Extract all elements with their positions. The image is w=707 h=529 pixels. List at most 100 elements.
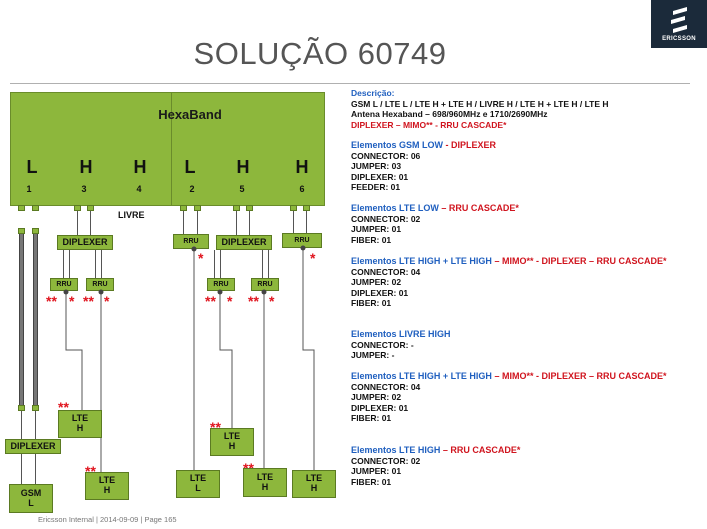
cascade-marker: * [69,293,75,309]
section-title: Elementos LTE HIGH + LTE HIGH [351,371,492,381]
mimo-marker: ** [58,399,69,415]
lte-h-unit: LTE H [210,428,254,456]
description-line: GSM L / LTE L / LTE H + LTE H / LIVRE H … [351,98,609,109]
section-item: FEEDER: 01 [351,182,401,192]
section-gsm-low: Elementos GSM LOW - DIPLEXER CONNECTOR: … [351,140,701,193]
jumper [90,211,91,235]
fiber-end-dot [63,289,69,295]
section-item: CONNECTOR: 04 [351,381,421,392]
title-divider [10,83,690,84]
section-item: JUMPER: 03 [351,161,402,171]
section-item: JUMPER: 01 [351,466,402,476]
description-legend: DIPLEXER – MIMO** - RRU CASCADE* [351,119,507,130]
feeder-connector [18,405,25,411]
section-title: Elementos LTE LOW [351,203,439,213]
section-title: Elementos GSM LOW [351,140,444,150]
jumper [21,454,22,484]
jumper [262,250,263,278]
cascade-marker: * [227,293,233,309]
section-title-tag: - DIPLEXER [443,140,497,150]
fiber-end-dot [98,289,104,295]
port-number-1: 1 [26,184,32,194]
section-title-tag: – MIMO** - DIPLEXER – RRU CASCADE* [491,256,667,266]
section-title-tag: – RRU CASCADE* [438,203,519,213]
section-item: FIBER: 01 [351,413,392,423]
section-item: JUMPER: 02 [351,392,402,402]
section-item: FIBER: 01 [351,476,392,487]
antenna-connector [194,205,201,211]
cascade-marker: * [269,293,275,309]
jumper [101,250,102,278]
mimo-marker: ** [210,419,221,435]
section-item: FIBER: 01 [351,234,392,245]
antenna-connector [74,205,81,211]
cascade-marker: * [310,250,316,266]
mimo-marker: ** [46,293,57,309]
section-lte-high-1: Elementos LTE HIGH + LTE HIGH – MIMO** -… [351,256,701,309]
description-line: Antena Hexaband – 698/960MHz e 1710/2690… [351,109,548,119]
lte-h-unit: LTE H [85,472,129,500]
mimo-marker: ** [83,293,94,309]
section-lte-high-2: Elementos LTE HIGH + LTE HIGH – MIMO** -… [351,371,701,424]
description-heading: Descrição: [351,88,395,98]
port-band-3: H [79,157,93,177]
antenna-connector [290,205,297,211]
section-title-tag: – MIMO** - DIPLEXER – RRU CASCADE* [491,371,667,381]
cascade-marker: * [198,250,204,266]
feeder-connector [32,405,39,411]
section-lte-low: Elementos LTE LOW – RRU CASCADE* CONNECT… [351,203,701,245]
jumper [306,211,307,233]
jumper [95,250,96,278]
port-number-6: 6 [299,184,305,194]
lte-l-unit: LTE L [176,470,220,498]
section-title-tag: – RRU CASCADE* [440,445,521,455]
fiber-end-dot [300,245,306,251]
section-item: CONNECTOR: 04 [351,266,421,277]
antenna-divider [171,92,172,206]
logo-text: ERICSSON [662,36,696,42]
lte-h-unit: LTE H [292,470,336,498]
fiber-cable [219,292,233,428]
port-band-6: H [295,157,309,177]
fiber-cable [65,292,83,410]
jumper [197,211,198,235]
cascade-marker: * [104,293,110,309]
mimo-marker: ** [85,463,96,479]
section-item: CONNECTOR: 02 [351,213,421,224]
rru-box: RRU [173,234,209,249]
fiber-cable [302,248,315,470]
jumper [236,211,237,235]
feeder-connector [18,228,25,234]
section-item: CONNECTOR: 02 [351,455,421,466]
diplexer-box: DIPLEXER [5,439,61,454]
page-title: SOLUÇÃO 60749 [193,36,447,71]
section-item: CONNECTOR: 06 [351,150,421,161]
section-livre-high: Elementos LIVRE HIGH CONNECTOR: - JUMPER… [351,329,701,361]
section-item: FIBER: 01 [351,298,392,308]
antenna-connector [246,205,253,211]
fiber-end-dot [261,289,267,295]
antenna-connector [180,205,187,211]
lte-h-unit: LTE H [243,468,287,497]
section-item: DIPLEXER: 01 [351,287,409,298]
section-lte-high-3: Elementos LTE HIGH – RRU CASCADE* CONNEC… [351,445,701,487]
jumper [220,250,221,278]
fiber-end-dot [191,246,197,252]
feeder-connector [32,228,39,234]
diplexer-box: DIPLEXER [57,235,113,250]
footer: Ericsson Internal | 2014-09-09 | Page 16… [38,515,177,524]
feeder-cable [33,230,38,405]
jumper [63,250,64,278]
port-band-5: H [236,157,250,177]
antenna-connector [87,205,94,211]
antenna-connector [233,205,240,211]
jumper [77,211,78,235]
port-number-5: 5 [239,184,245,194]
section-item: DIPLEXER: 01 [351,171,409,182]
section-title: Elementos LIVRE HIGH [351,329,451,339]
jumper [21,411,22,439]
section-title: Elementos LTE HIGH [351,445,441,455]
fiber-end-dot [217,289,223,295]
ericsson-mark-icon [671,7,687,33]
